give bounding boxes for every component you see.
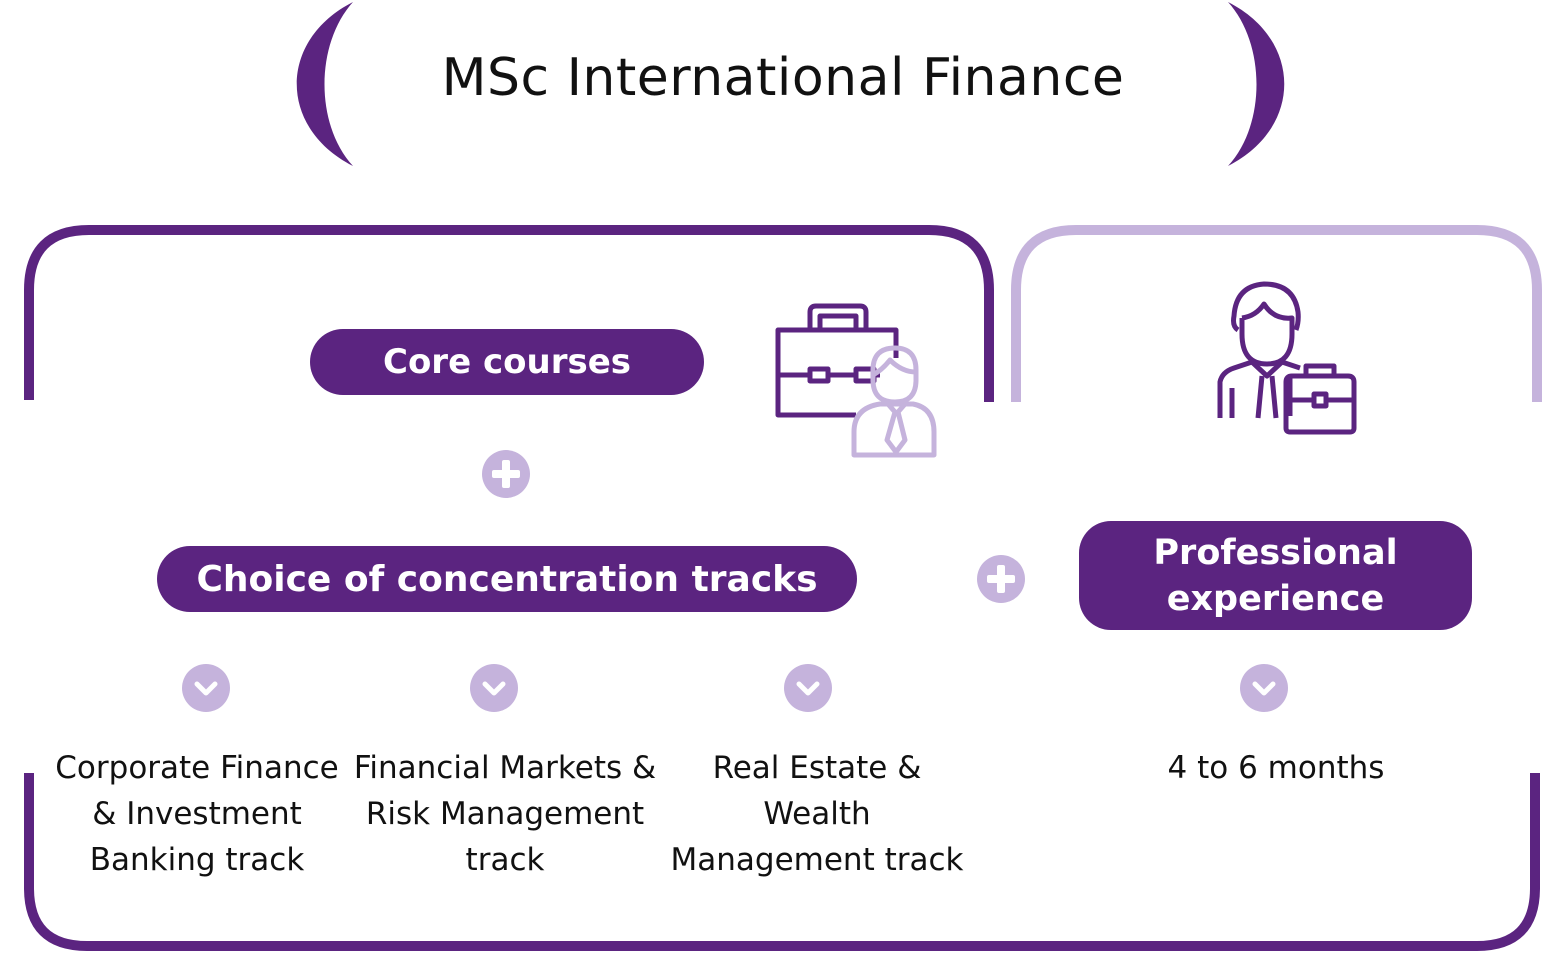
track-label-corporate-finance: Corporate Finance & Investment Banking t… bbox=[55, 750, 339, 878]
title-bracket-left bbox=[296, 2, 353, 166]
chevron-down-icon bbox=[1240, 664, 1288, 712]
core-courses-pill: Core courses bbox=[310, 329, 704, 395]
businessman-icon bbox=[1217, 281, 1357, 435]
experience-box-top bbox=[1011, 225, 1542, 402]
plus-icon bbox=[977, 555, 1025, 603]
track-label-real-estate: Real Estate & Wealth Management track bbox=[670, 750, 964, 878]
chevron-down-icon bbox=[470, 664, 518, 712]
track-label-financial-markets: Financial Markets & Risk Management trac… bbox=[353, 750, 657, 878]
briefcase-person-icon bbox=[775, 303, 937, 458]
professional-experience-pill: Professional experience bbox=[1079, 521, 1472, 630]
chevron-down-icon bbox=[784, 664, 832, 712]
study-box-top bbox=[24, 225, 994, 402]
concentration-tracks-pill: Choice of concentration tracks bbox=[157, 546, 857, 612]
page-title: MSc International Finance bbox=[441, 48, 1125, 108]
title-bracket-right bbox=[1228, 2, 1285, 166]
bottom-box bbox=[24, 773, 1540, 951]
chevron-down-icon bbox=[182, 664, 230, 712]
duration-label: 4 to 6 months bbox=[1167, 750, 1385, 786]
plus-icon bbox=[482, 450, 530, 498]
